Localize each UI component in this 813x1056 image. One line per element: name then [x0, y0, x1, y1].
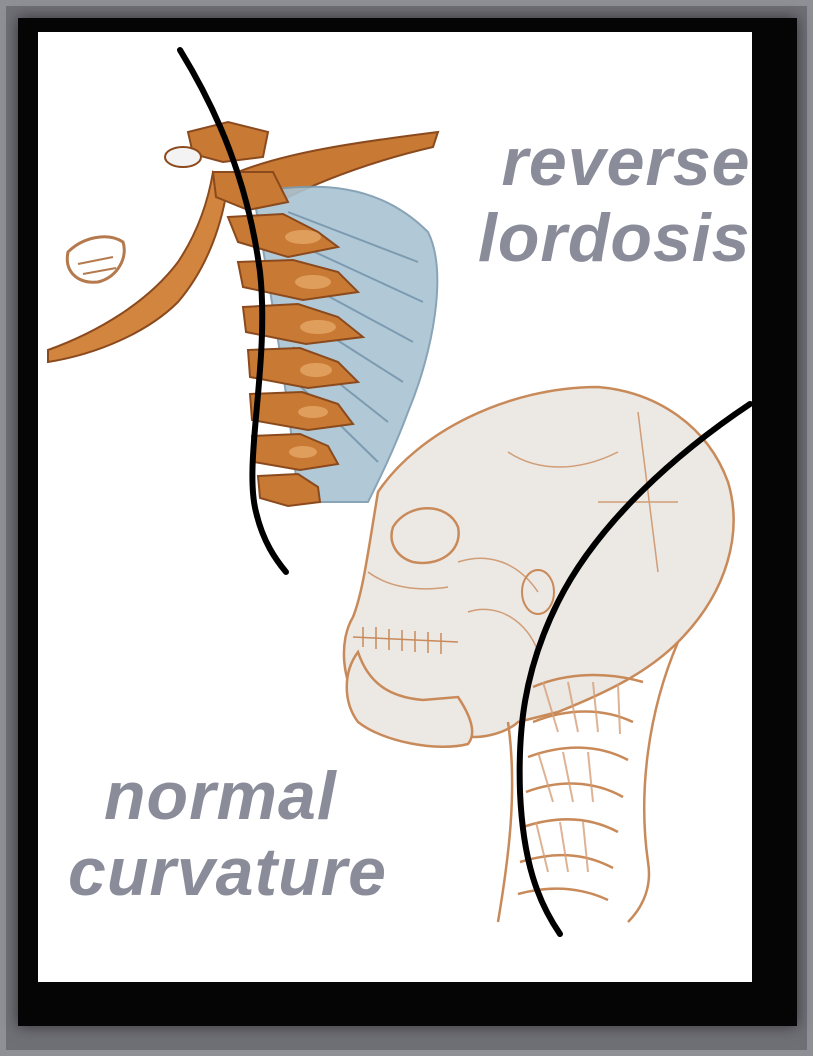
diagram-canvas: reverse lordosis normal curvature [38, 32, 752, 982]
reverse-lordosis-label: reverse lordosis [478, 128, 751, 272]
normal-curvature-figure [344, 387, 750, 934]
normal-curvature-label-line2: curvature [68, 838, 387, 906]
reverse-lordosis-label-line1: reverse [478, 128, 751, 196]
normal-curvature-label: normal curvature [68, 762, 387, 906]
reverse-lordosis-label-line2: lordosis [478, 204, 751, 272]
normal-curvature-label-line1: normal [68, 762, 387, 830]
mandible-outline [48, 172, 228, 362]
